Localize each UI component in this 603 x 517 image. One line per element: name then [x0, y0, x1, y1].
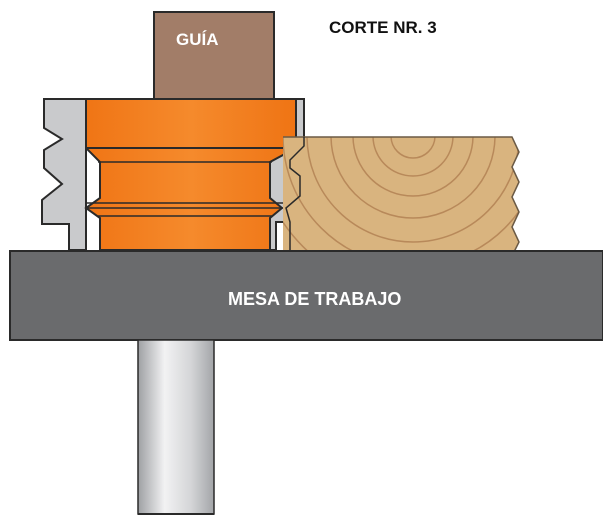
cut-number-label: CORTE NR. 3	[329, 18, 437, 37]
cutter-body	[84, 98, 297, 251]
work-table	[9, 250, 603, 341]
router-shank	[137, 339, 215, 515]
wood-profile-cut	[285, 137, 305, 252]
wood-grain-rings	[283, 137, 519, 252]
work-table-label: MESA DE TRABAJO	[228, 289, 401, 309]
guide-bearing	[153, 11, 275, 101]
cutter-profile-left	[41, 98, 87, 251]
guide-label: GUÍA	[176, 30, 219, 49]
wood-workpiece	[283, 136, 520, 253]
